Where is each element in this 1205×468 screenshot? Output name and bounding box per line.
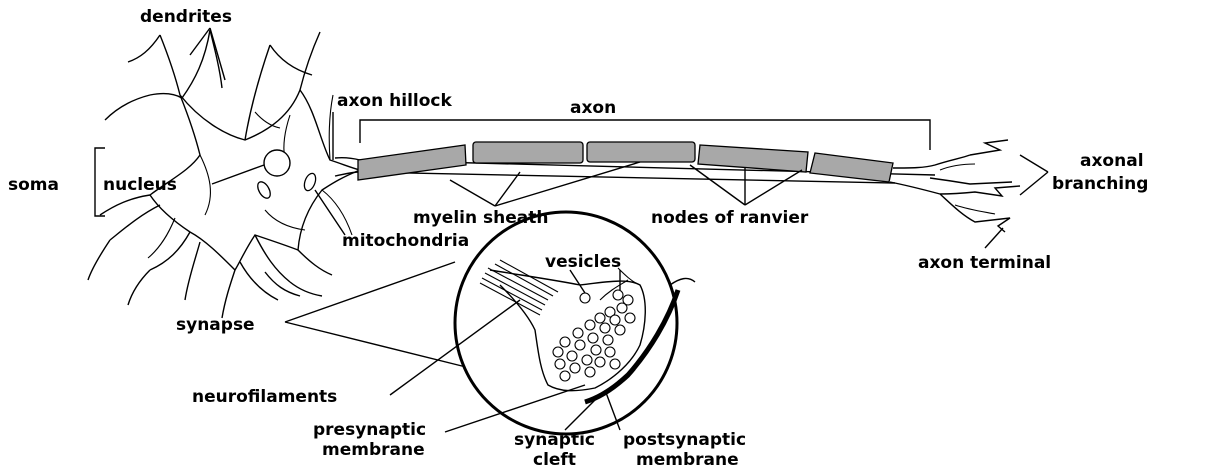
label-axon: axon [570, 98, 616, 118]
label-nodes-of-ranvier: nodes of ranvier [651, 208, 809, 228]
myelin-segment-1 [358, 145, 466, 180]
label-vesicles: vesicles [545, 252, 621, 272]
myelin-segment-4 [698, 145, 808, 172]
label-synaptic: synaptic [514, 430, 595, 450]
mitochondrion-1 [255, 180, 273, 201]
label-myelin-sheath: myelin sheath [413, 208, 548, 228]
myelin-segment-2 [473, 142, 583, 163]
label-nucleus: nucleus [103, 175, 177, 195]
label-presynaptic: presynaptic [313, 420, 426, 440]
label-branching: branching [1052, 174, 1148, 194]
myelin-segment-5 [810, 153, 893, 182]
axonal-branches [890, 140, 1020, 232]
label-axon-hillock: axon hillock [337, 91, 452, 111]
label-axon-terminal: axon terminal [918, 253, 1051, 273]
label-cleft: cleft [533, 450, 576, 468]
mitochondrion-2 [302, 172, 318, 192]
label-postsynaptic: postsynaptic [623, 430, 746, 450]
label-neurofilaments: neurofilaments [192, 387, 337, 407]
label-mitochondria: mitochondria [342, 231, 469, 251]
label-axonal: axonal [1080, 151, 1144, 171]
neuron-cell-body [88, 30, 360, 318]
label-soma: soma [8, 175, 59, 195]
label-synapse: synapse [176, 315, 255, 335]
nucleus-organelle [264, 150, 290, 176]
label-presynaptic-membrane: membrane [322, 440, 425, 460]
myelin-segments [358, 142, 893, 182]
label-postsynaptic-membrane: membrane [636, 450, 739, 468]
myelin-segment-3 [587, 142, 695, 162]
label-dendrites: dendrites [140, 7, 232, 27]
